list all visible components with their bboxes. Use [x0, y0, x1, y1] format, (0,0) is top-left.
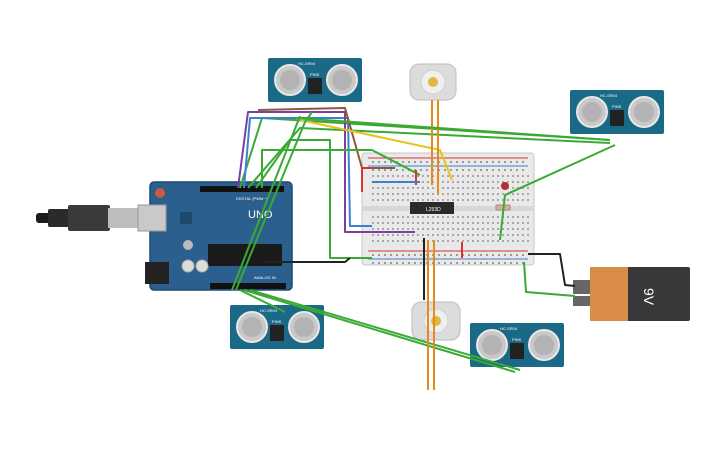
wire-green-1[interactable]	[247, 127, 611, 189]
wire-yellow-5[interactable]	[299, 119, 453, 181]
wire-green-12[interactable]	[243, 289, 516, 373]
wire-green-14[interactable]	[499, 144, 616, 241]
wire-green-15[interactable]	[523, 261, 576, 297]
wire-green-25[interactable]	[295, 117, 611, 141]
wire-green-9[interactable]	[231, 115, 301, 291]
sensor-model-label: HC-SR04	[500, 326, 518, 331]
wire-black-16[interactable]	[528, 253, 576, 287]
ultrasonic-sensors[interactable]: HC-SR04PINSHC-SR04PINSHC-SR04PINSHC-SR04…	[230, 58, 664, 367]
wire-red-22[interactable]	[361, 167, 372, 192]
battery-label: 9V	[641, 288, 657, 306]
wire-brown-4[interactable]	[257, 107, 395, 169]
sensor-pins-label: PINS	[512, 337, 522, 342]
led[interactable]	[501, 182, 509, 190]
wire-green-10[interactable]	[235, 111, 313, 291]
wire-black-8[interactable]	[265, 257, 351, 263]
wire-green-7[interactable]	[255, 139, 372, 259]
wires[interactable]	[231, 100, 616, 390]
sensor-model-label: HC-SR04	[260, 308, 278, 313]
analog-header[interactable]	[210, 283, 286, 289]
sensor-pins-label: PINS	[272, 319, 282, 324]
battery-9v[interactable]: 9V	[573, 267, 690, 321]
motor-top[interactable]	[409, 63, 457, 101]
digital-header[interactable]	[200, 186, 284, 192]
wire-purple-3[interactable]	[237, 111, 415, 233]
driver-ic-label: L293D	[426, 207, 441, 213]
digital-pins-label: DIGITAL (PWM~)	[236, 196, 268, 201]
sensor-model-label: HC-SR04	[600, 93, 618, 98]
sensor-model-label: HC-SR04	[298, 61, 316, 66]
sensor-pins-label: PINS	[612, 104, 622, 109]
wire-green-11[interactable]	[239, 289, 286, 313]
wire-green-13[interactable]	[249, 289, 521, 371]
arduino-board[interactable]: UNO DIGITAL (PWM~) ANALOG IN	[137, 181, 293, 291]
sensor-pins-label: PINS	[310, 72, 320, 77]
breadboard-holes[interactable]	[372, 161, 529, 264]
driver-ic[interactable]: L293D	[410, 202, 454, 214]
reset-button[interactable]	[155, 188, 165, 198]
analog-pins-label: ANALOG IN	[254, 275, 276, 280]
wire-green-6[interactable]	[261, 149, 421, 188]
usb-cable	[36, 205, 140, 231]
motor-bottom[interactable]	[411, 301, 461, 341]
